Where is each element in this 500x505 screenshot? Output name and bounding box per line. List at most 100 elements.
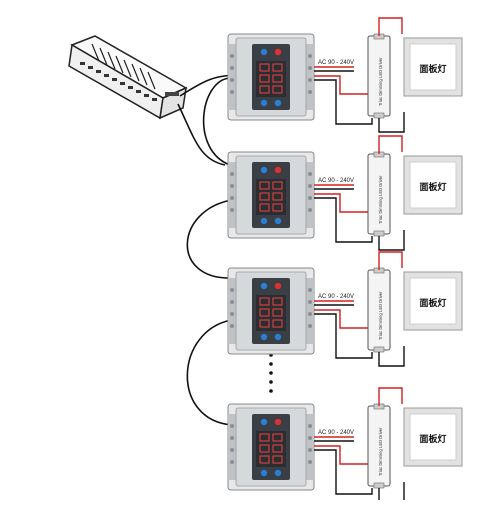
display-digit xyxy=(272,308,283,317)
driver-output-positive xyxy=(378,251,403,270)
terminal-screw xyxy=(230,288,234,292)
driver-output-negative xyxy=(378,112,405,133)
dimmer-row: AC 90 - 240V Triac Dimming LED Driver 面板灯 xyxy=(227,387,463,503)
display-digit xyxy=(272,297,283,306)
led-display xyxy=(256,295,286,331)
display-digit xyxy=(272,455,283,464)
led-display xyxy=(256,179,286,215)
dmx-console-icon xyxy=(68,35,188,120)
terminal-screw xyxy=(230,460,234,464)
panel-diffuser xyxy=(409,277,457,325)
power-button xyxy=(274,282,282,290)
terminal-screw xyxy=(230,424,234,428)
driver-label: Triac Dimming LED Driver xyxy=(378,427,383,476)
terminal-strip-right xyxy=(306,44,314,110)
output-live-wire xyxy=(314,193,370,213)
led-panel-light: 面板灯 xyxy=(403,37,463,97)
terminal-screw xyxy=(230,208,234,212)
output-neutral-wire xyxy=(314,313,373,359)
led-display xyxy=(256,61,286,97)
driver-end-cap xyxy=(373,230,385,237)
terminal-strip-right xyxy=(306,162,314,228)
led-driver: Triac Dimming LED Driver xyxy=(367,151,391,237)
output-neutral-wire xyxy=(314,449,373,495)
terminal-screw xyxy=(230,300,234,304)
display-digit xyxy=(259,85,270,94)
terminal-screw xyxy=(308,78,312,82)
terminal-screw xyxy=(230,78,234,82)
display-digit xyxy=(259,433,270,442)
display-digit xyxy=(259,181,270,190)
display-digit xyxy=(259,319,270,328)
terminal-screw xyxy=(308,436,312,440)
terminal-screw xyxy=(230,436,234,440)
terminal-strip-right xyxy=(306,278,314,344)
led-driver: Triac Dimming LED Driver xyxy=(367,33,391,119)
terminal-strip-left xyxy=(228,44,236,110)
enter-button xyxy=(274,99,282,107)
terminal-screw xyxy=(308,312,312,316)
display-digit xyxy=(272,63,283,72)
terminal-screw xyxy=(230,54,234,58)
terminal-screw xyxy=(230,196,234,200)
driver-output-positive xyxy=(378,135,403,154)
terminal-screw xyxy=(230,448,234,452)
power-button xyxy=(274,418,282,426)
enter-button xyxy=(274,217,282,225)
terminal-screw xyxy=(230,324,234,328)
enter-button xyxy=(274,333,282,341)
output-neutral-wire xyxy=(314,197,373,243)
driver-output-negative xyxy=(378,346,405,367)
ac-supply-label: AC 90 - 240V xyxy=(318,60,354,66)
led-driver: Triac Dimming LED Driver xyxy=(367,403,391,489)
display-digit xyxy=(272,192,283,201)
up-button xyxy=(260,48,268,56)
display-digit xyxy=(272,444,283,453)
terminal-screw xyxy=(230,312,234,316)
output-neutral-wire xyxy=(314,79,373,125)
driver-label: Triac Dimming LED Driver xyxy=(378,57,383,106)
panel-diffuser xyxy=(409,413,457,461)
terminal-screw xyxy=(308,90,312,94)
terminal-screw xyxy=(308,324,312,328)
output-live-wire xyxy=(314,309,370,329)
dmx-dimmer-module xyxy=(227,33,315,121)
panel-label: 面板灯 xyxy=(419,181,446,193)
ac-supply-label: AC 90 - 240V xyxy=(318,430,354,436)
dimmer-row: AC 90 - 240V Triac Dimming LED Driver 面板灯 xyxy=(227,135,463,251)
driver-end-cap xyxy=(373,112,385,119)
output-live-wire xyxy=(314,75,370,95)
terminal-screw xyxy=(230,184,234,188)
terminal-screw xyxy=(308,424,312,428)
power-button xyxy=(274,48,282,56)
led-panel-light: 面板灯 xyxy=(403,271,463,331)
ac-supply-label: AC 90 - 240V xyxy=(318,294,354,300)
ac-supply-label: AC 90 - 240V xyxy=(318,178,354,184)
display-digit xyxy=(272,181,283,190)
terminal-screw xyxy=(308,184,312,188)
display-digit xyxy=(259,63,270,72)
dmx-chain-cable xyxy=(186,199,233,279)
up-button xyxy=(260,418,268,426)
display-digit xyxy=(272,74,283,83)
panel-label: 面板灯 xyxy=(419,433,446,445)
driver-output-negative xyxy=(378,230,405,251)
driver-end-cap xyxy=(373,346,385,353)
dmx-dimmer-module xyxy=(227,403,315,491)
terminal-strip-right xyxy=(306,414,314,480)
driver-output-positive xyxy=(378,17,403,36)
display-digit xyxy=(272,85,283,94)
terminal-screw xyxy=(308,172,312,176)
dmx-chain-cable xyxy=(186,319,233,426)
terminal-screw xyxy=(230,172,234,176)
display-digit xyxy=(272,433,283,442)
panel-label: 面板灯 xyxy=(419,63,446,75)
up-button xyxy=(260,282,268,290)
output-live-wire xyxy=(314,445,370,465)
down-button xyxy=(260,99,268,107)
continuation-dots xyxy=(269,353,273,393)
panel-diffuser xyxy=(409,43,457,91)
down-button xyxy=(260,469,268,477)
